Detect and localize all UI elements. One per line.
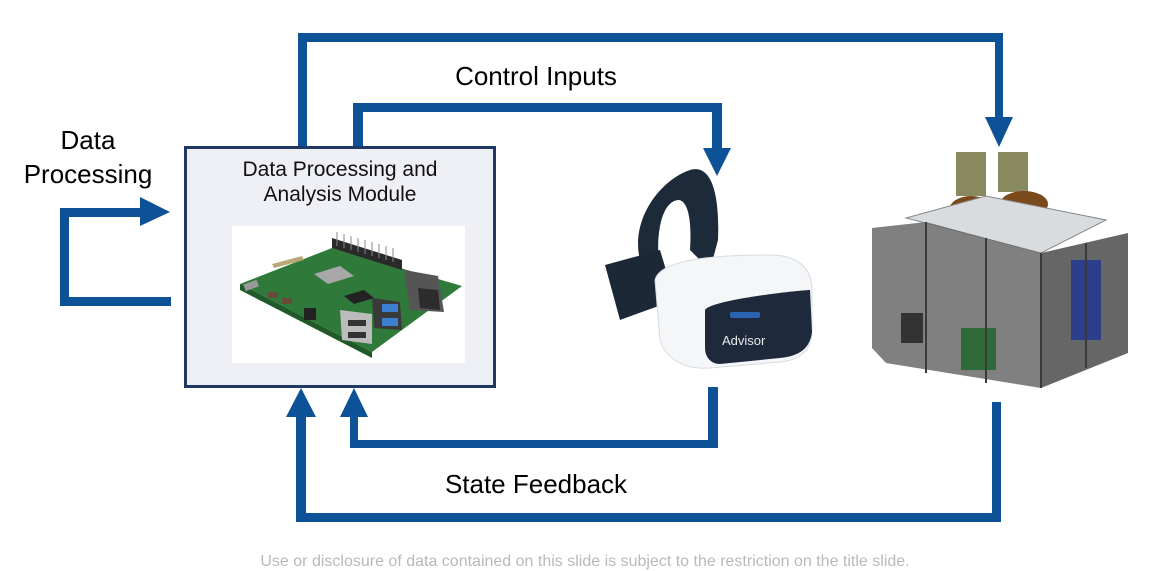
data-processing-label-line2: Processing bbox=[23, 159, 153, 189]
footer-disclaimer: Use or disclosure of data contained on t… bbox=[260, 553, 910, 570]
inner-feedback-arrow bbox=[340, 387, 718, 448]
vr-headset-image: Advisor bbox=[600, 160, 820, 375]
module-title-line1: Data Processing and bbox=[242, 158, 438, 181]
control-inputs-label: Control Inputs bbox=[455, 61, 617, 91]
data-processing-module: Data Processing and Analysis Module bbox=[184, 146, 496, 388]
state-feedback-label: State Feedback bbox=[444, 469, 628, 499]
module-title: Data Processing and Analysis Module bbox=[187, 157, 493, 207]
module-title-line2: Analysis Module bbox=[263, 183, 417, 207]
data-processing-label: Data bbox=[8, 126, 168, 155]
outer-control-arrow bbox=[298, 33, 1013, 147]
self-loop-arrow bbox=[60, 197, 171, 306]
inner-control-arrow bbox=[353, 103, 731, 176]
data-processing-label-line1: Data bbox=[60, 125, 116, 155]
raspberry-pi-image bbox=[232, 226, 465, 363]
motion-platform-image bbox=[866, 148, 1134, 393]
headset-brand-text: Advisor bbox=[722, 333, 766, 348]
outer-feedback-arrow bbox=[286, 388, 1001, 522]
